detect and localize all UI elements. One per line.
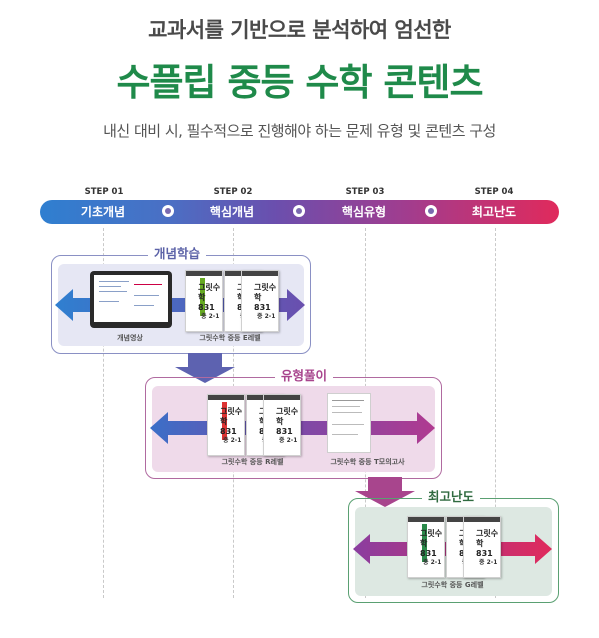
step-2-number: STEP 02 [213, 187, 253, 197]
step-4-number: STEP 04 [474, 187, 514, 197]
guide-line-step1 [103, 228, 104, 598]
advanced-title: 최고난도 [422, 486, 481, 505]
stage-divider-dot [293, 205, 305, 217]
concept-learning-title: 개념학습 [148, 243, 207, 262]
stage-label-core-type: 핵심유형 [341, 205, 387, 219]
type-practice-title: 유형풀이 [275, 365, 334, 384]
tablet-screen [94, 275, 168, 322]
stage-label-advanced: 최고난도 [471, 205, 517, 219]
caption-g-level: 그릿수학 중등 G레벨 [421, 581, 484, 589]
step-3-number: STEP 03 [345, 187, 385, 197]
caption-e-level: 그릿수학 중등 E레벨 [199, 334, 261, 342]
page-title: 수플립 중등 수학 콘텐츠 [116, 61, 483, 104]
stage-label-basic: 기초개념 [80, 205, 126, 219]
stage-divider-dot [425, 205, 437, 217]
page-subtitle: 교과서를 기반으로 분석하여 엄선한 [148, 18, 451, 42]
stage-divider-dot [162, 205, 174, 217]
mock-exam-paper [327, 393, 371, 453]
concept-flow-arrow [55, 289, 305, 321]
guide-line-step4 [495, 228, 496, 598]
caption-concept-video: 개념영상 [117, 334, 143, 342]
stage-label-core-concept: 핵심개념 [209, 205, 255, 219]
down-arrow-2 [355, 477, 415, 507]
down-arrow-1 [175, 353, 235, 383]
caption-r-level: 그릿수학 중등 R레벨 [221, 458, 284, 466]
step-1-number: STEP 01 [84, 187, 124, 197]
page-description: 내신 대비 시, 필수적으로 진행해야 하는 문제 유형 및 콘텐츠 구성 [103, 122, 496, 140]
caption-t-mock-exam: 그릿수학 중등 T모의고사 [330, 458, 405, 466]
concept-video-tablet [90, 271, 172, 328]
